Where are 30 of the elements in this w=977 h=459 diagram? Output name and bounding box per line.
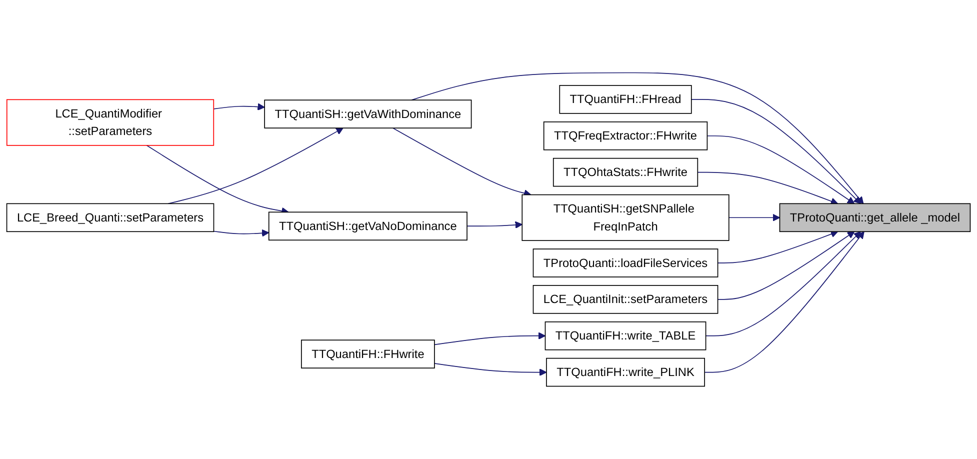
arrow xyxy=(466,221,522,229)
arrow xyxy=(697,172,838,205)
arrow xyxy=(728,214,780,222)
node-box: TTQuantiFH::write_PLINK xyxy=(546,358,705,387)
node-box: TTQuantiSH::getVaNoDominance xyxy=(268,212,468,241)
arrow xyxy=(213,103,265,111)
arrow xyxy=(706,135,855,204)
node-box: LCE_QuantiInit::setParameters xyxy=(532,285,718,314)
node-box: TTQFreqExtractor::FHwrite xyxy=(543,121,708,150)
node-box: TProtoQuanti::loadFileServices xyxy=(532,248,718,278)
node-box: LCE_Breed_Quanti::setParameters xyxy=(6,203,214,232)
node-box: TTQuantiSH::getVaWithDominance xyxy=(264,100,472,128)
arrow xyxy=(717,230,838,264)
node-box: TTQuantiSH::getSNPallele FreqInPatch xyxy=(522,194,730,241)
node-box: TTQuantiFH::FHwrite xyxy=(300,340,435,368)
node-box: LCE_QuantiModifier ::setParameters xyxy=(6,99,214,146)
arrow xyxy=(434,332,546,346)
arrow xyxy=(705,231,862,336)
arrow xyxy=(392,128,532,197)
arrow xyxy=(717,231,855,300)
arrow xyxy=(213,229,270,237)
node-box: TTQOhtaStats::FHwrite xyxy=(552,158,698,187)
arrow xyxy=(434,363,547,376)
arrow xyxy=(168,128,344,204)
node-box: TTQuantiFH::write_TABLE xyxy=(544,321,706,350)
arrow xyxy=(704,231,864,373)
node-box: TTQuantiFH::FHread xyxy=(559,85,692,114)
node-box: TProtoQuanti::get_allele _model xyxy=(779,203,971,232)
arrow xyxy=(690,99,862,204)
arrow xyxy=(411,72,864,204)
